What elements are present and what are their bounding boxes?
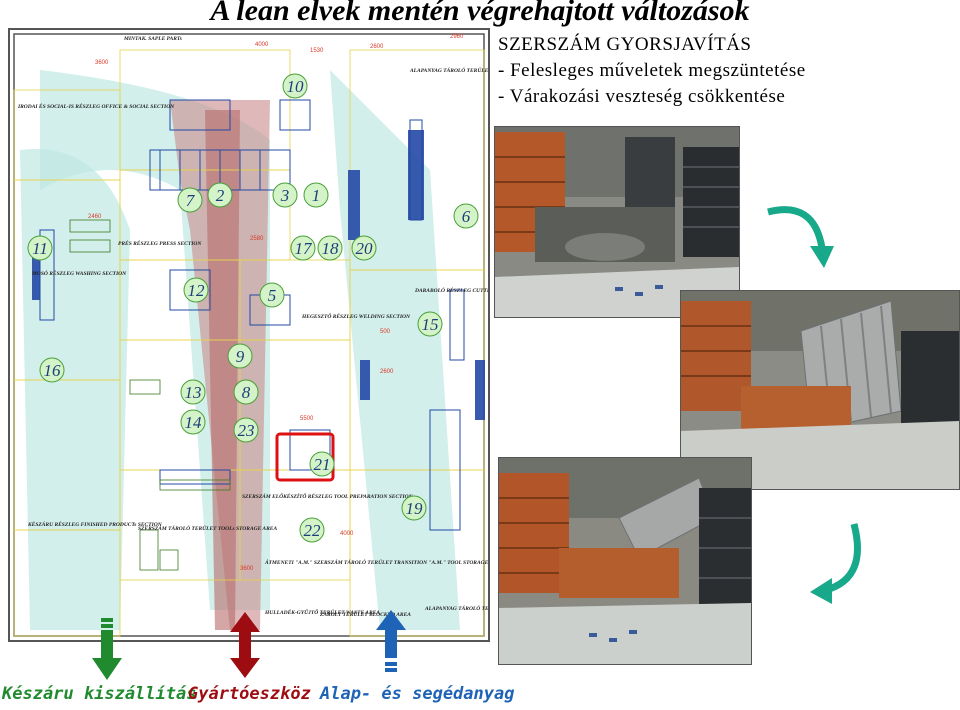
zone-label: ÁTMENETI "A.M." SZERSZÁM TÁROLÓ TERÜLET … <box>264 558 488 566</box>
svg-text:21: 21 <box>314 455 331 474</box>
svg-text:4000: 4000 <box>255 42 269 48</box>
material-flow-band-right <box>330 70 460 630</box>
legend-tools: Gyártóeszköz <box>188 684 311 704</box>
svg-text:12: 12 <box>188 281 206 300</box>
heading-bullet-1: - Felesleges műveletek megszüntetése <box>498 60 806 81</box>
svg-text:16: 16 <box>44 361 62 380</box>
svg-text:5: 5 <box>268 286 277 305</box>
zone-label: SZERSZÁM ELŐKÉSZÍTŐ RÉSZLEG TOOL PREPARA… <box>242 492 414 500</box>
zone-label: MOSÓ RÉSZLEG WASHING SECTION <box>31 269 127 277</box>
slide-title: A lean elvek mentén végrehajtott változá… <box>210 0 750 27</box>
press-photo-1 <box>494 126 740 318</box>
zone-label: IRODAI ÉS SOCIAL-IS RÉSZLEG OFFICE & SOC… <box>17 102 175 110</box>
svg-text:15: 15 <box>422 315 439 334</box>
section-heading: SZERSZÁM GYORSJAVÍTÁS - Felesleges művel… <box>498 32 960 120</box>
svg-text:2580: 2580 <box>250 236 264 242</box>
zone-numbers <box>27 73 479 543</box>
arrow-down-green-icon <box>92 618 122 680</box>
zone-label: KÉSZÁRU RÉSZLEG FINISHED PRODUCTs SECTIO… <box>27 520 163 528</box>
svg-text:9: 9 <box>236 347 245 366</box>
legend-materials: Alap- és segédanyag <box>320 684 515 704</box>
heading-title: SZERSZÁM GYORSJAVÍTÁS <box>498 34 752 55</box>
arrow-updown-red-icon <box>230 612 260 678</box>
svg-text:500: 500 <box>380 329 391 335</box>
floor-plan: 3600 4000 1530 2600 2960 2460 2580 500 2… <box>8 28 490 642</box>
svg-text:13: 13 <box>185 383 202 402</box>
curved-arrow-back-icon <box>810 523 861 604</box>
svg-text:3600: 3600 <box>240 566 254 572</box>
svg-text:2600: 2600 <box>370 44 384 50</box>
zone-label: ZÁROLT TERÜLET BLOCKED AREA <box>319 610 411 618</box>
svg-text:2960: 2960 <box>450 34 464 40</box>
svg-text:2460: 2460 <box>88 214 102 220</box>
svg-text:18: 18 <box>322 239 340 258</box>
svg-text:7: 7 <box>186 191 196 210</box>
zone-label: ALAPANYAG TÁROLÓ TERÜLET RAWMATERIAL STO… <box>409 66 488 74</box>
svg-text:22: 22 <box>304 521 322 540</box>
tools-flow-band-inner <box>205 110 240 630</box>
svg-text:5500: 5500 <box>300 416 314 422</box>
svg-text:17: 17 <box>295 239 314 258</box>
arrow-up-blue-icon <box>376 610 406 672</box>
zone-label: ALAPANYAG TÁROLÓ TERÜLET RAWMATERIAL STO… <box>424 604 488 612</box>
zone-label: MINTAK. SAPLE PARTs <box>123 36 182 42</box>
svg-text:6: 6 <box>462 207 471 226</box>
finished-flow-band <box>20 149 130 630</box>
svg-text:1530: 1530 <box>310 48 324 54</box>
svg-text:14: 14 <box>185 413 203 432</box>
legend-finished-goods: Készáru kiszállítás <box>2 684 197 704</box>
zone-label: HEGESZTŐ RÉSZLEG WELDING SECTION <box>301 312 411 320</box>
zone-label: PRÉS RÉSZLEG PRESS SECTION <box>118 239 202 247</box>
heading-bullet-2: - Várakozási veszteség csökkentése <box>498 86 786 107</box>
svg-text:20: 20 <box>356 239 374 258</box>
zone-label: SZERSZÁM TÁROLÓ TERÜLET TOOLs STORAGE AR… <box>138 524 277 532</box>
svg-text:10: 10 <box>287 77 305 96</box>
svg-text:2: 2 <box>216 186 225 205</box>
zone-label: DARABOLÓ RÉSZLEG CUTTING SECTION <box>414 286 488 294</box>
floor-plan-drawing: 3600 4000 1530 2600 2960 2460 2580 500 2… <box>13 33 488 637</box>
svg-text:23: 23 <box>238 421 255 440</box>
svg-text:1: 1 <box>312 186 321 205</box>
svg-text:2600: 2600 <box>380 369 394 375</box>
curved-arrow-down-icon <box>767 206 834 268</box>
svg-text:8: 8 <box>242 383 251 402</box>
svg-text:11: 11 <box>32 239 48 258</box>
svg-text:3600: 3600 <box>95 60 109 66</box>
press-photo-3 <box>498 457 752 665</box>
svg-text:3: 3 <box>280 186 290 205</box>
zone-label: HULLADÉK-GYŰJTŐ TERÜLET WASTE AREA <box>264 608 380 616</box>
svg-text:19: 19 <box>406 499 424 518</box>
highlighted-tool-repair-area <box>275 432 335 482</box>
svg-text:4000: 4000 <box>340 531 354 537</box>
